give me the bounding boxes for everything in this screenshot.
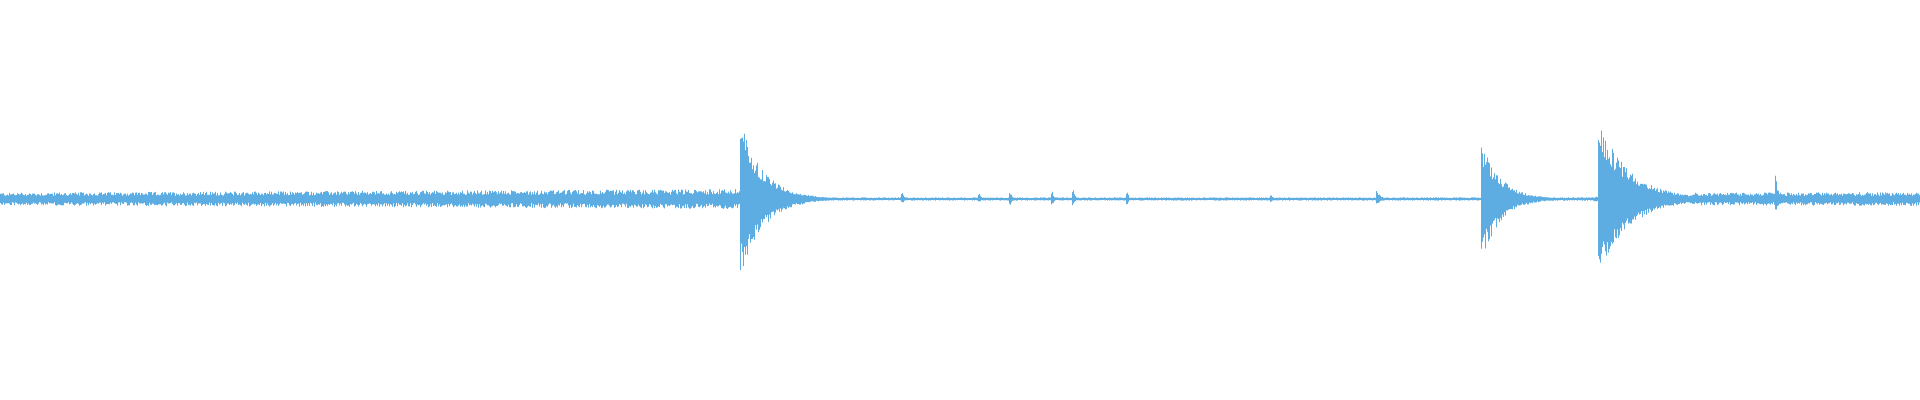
waveform-samples (0, 130, 1920, 271)
